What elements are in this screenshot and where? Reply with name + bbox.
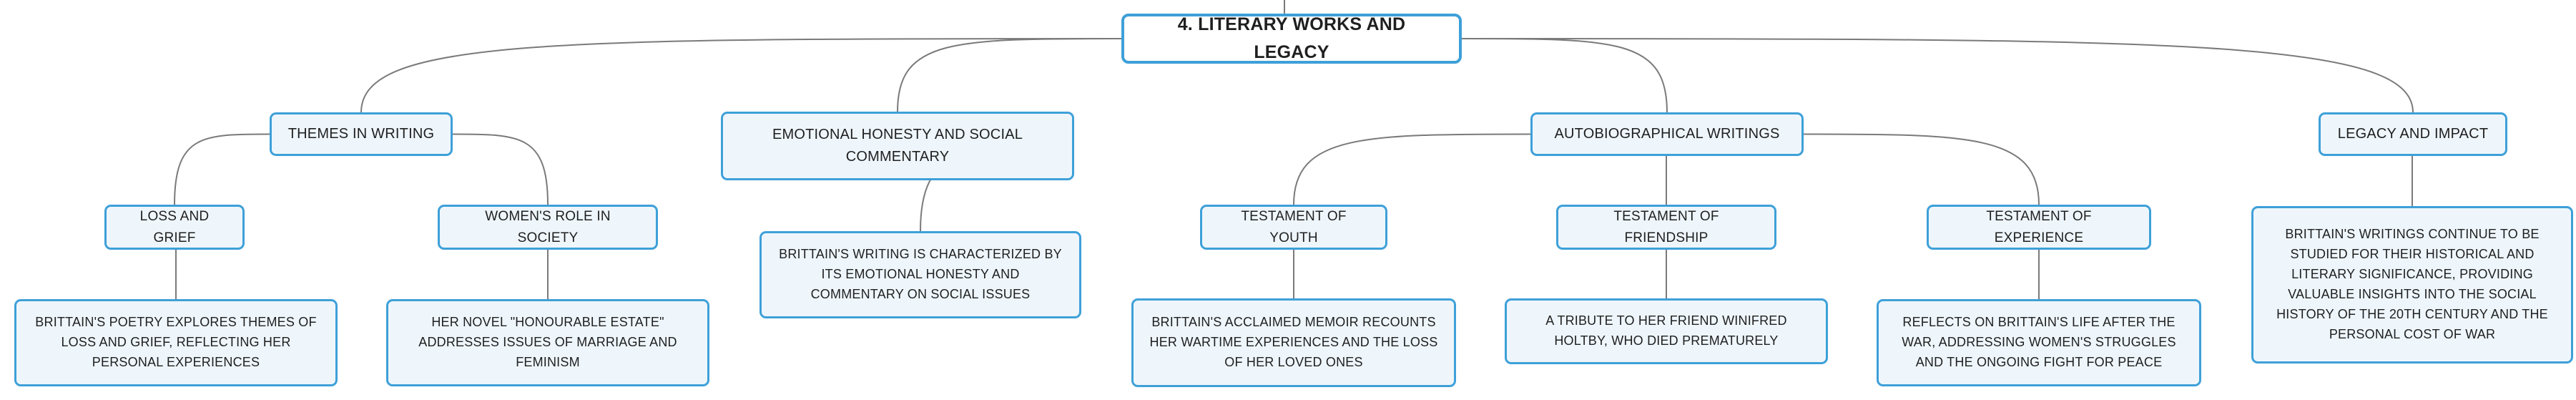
node-label: A tribute to her friend Winifred Holtby,… — [1545, 313, 1787, 348]
edge-autobio-experience — [1803, 133, 2040, 205]
edge-themes-women — [452, 133, 549, 205]
node-womens-role-in-society[interactable]: Women's Role in Society — [438, 205, 658, 250]
node-womens-role-description[interactable]: Her novel "Honourable Estate" addresses … — [386, 299, 709, 386]
node-experience-description[interactable]: Reflects on Brittain's life after the wa… — [1877, 299, 2201, 386]
node-label: Testament of Friendship — [1613, 209, 1719, 245]
node-loss-description[interactable]: Brittain's poetry explores themes of los… — [14, 299, 338, 386]
node-label: Brittain's writing is characterized by i… — [779, 247, 1062, 301]
edge-themes-loss — [174, 133, 270, 205]
node-loss-and-grief[interactable]: Loss and Grief — [104, 205, 245, 250]
root-node-label: 4. Literary Works and Legacy — [1177, 14, 1406, 62]
node-themes-in-writing[interactable]: Themes in Writing — [270, 112, 453, 156]
node-label: Reflects on Brittain's life after the wa… — [1902, 315, 2176, 369]
edge-root-themes — [360, 38, 1122, 113]
node-testament-of-experience[interactable]: Testament of Experience — [1927, 205, 2151, 250]
node-label: Brittain's writings continue to be studi… — [2276, 227, 2548, 341]
node-friendship-description[interactable]: A tribute to her friend Winifred Holtby,… — [1505, 298, 1828, 364]
node-label: Brittain's poetry explores themes of los… — [35, 315, 317, 369]
node-testament-of-youth[interactable]: Testament of Youth — [1200, 205, 1387, 250]
node-legacy-and-impact[interactable]: Legacy and Impact — [2319, 112, 2507, 156]
node-label: Themes in Writing — [287, 126, 435, 142]
node-emotional-description[interactable]: Brittain's writing is characterized by i… — [759, 231, 1081, 318]
node-testament-of-friendship[interactable]: Testament of Friendship — [1556, 205, 1776, 250]
node-label: Loss and Grief — [139, 209, 210, 245]
node-youth-description[interactable]: Brittain's acclaimed memoir recounts her… — [1131, 298, 1456, 387]
edge-root-emotional — [897, 38, 1122, 112]
edge-root-legacy — [1461, 38, 2414, 113]
edge-root-autobio — [1461, 38, 1668, 113]
node-label: Brittain's acclaimed memoir recounts her… — [1149, 315, 1438, 369]
root-node[interactable]: 4. Literary Works and Legacy — [1121, 14, 1462, 64]
node-label: Testament of Youth — [1241, 209, 1347, 245]
node-label: Testament of Experience — [1986, 209, 2092, 245]
node-label: Autobiographical Writings — [1554, 126, 1780, 142]
node-label: Legacy and Impact — [2337, 126, 2489, 142]
edge-autobio-youth — [1293, 133, 1531, 205]
node-label: Her novel "Honourable Estate" addresses … — [418, 315, 677, 369]
node-emotional-honesty[interactable]: Emotional Honesty and Social Commentary — [721, 112, 1074, 180]
node-label: Women's Role in Society — [485, 209, 611, 245]
node-autobiographical-writings[interactable]: Autobiographical Writings — [1530, 112, 1804, 156]
node-legacy-description[interactable]: Brittain's writings continue to be studi… — [2251, 206, 2573, 364]
node-label: Emotional Honesty and Social Commentary — [772, 127, 1023, 165]
